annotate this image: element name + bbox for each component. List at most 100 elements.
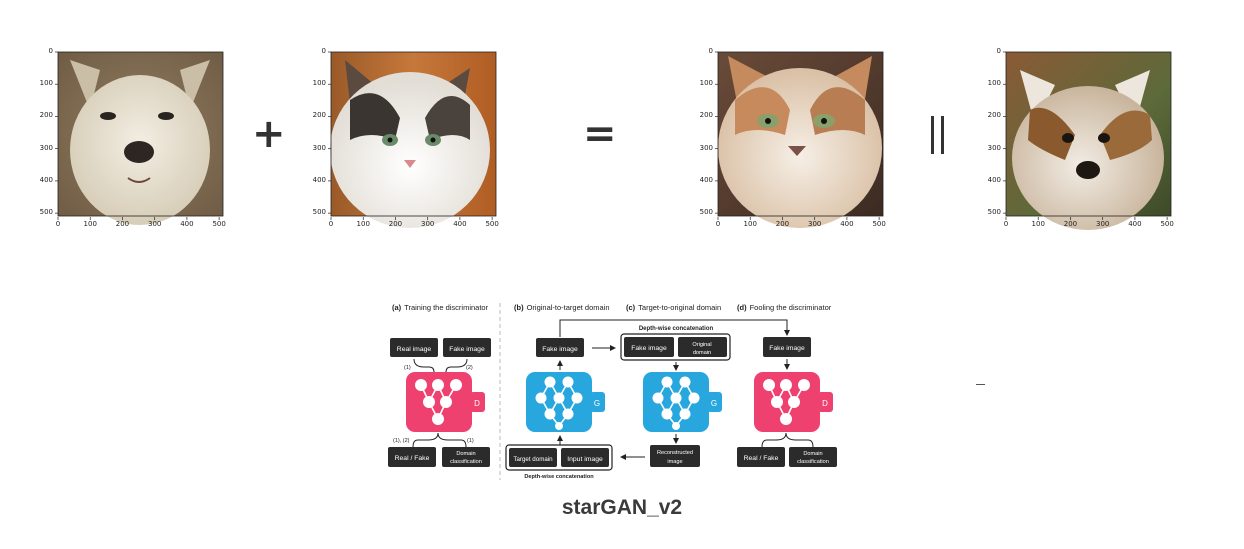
svg-text:(1): (1)	[467, 438, 474, 444]
x-tick-label: 100	[1031, 220, 1045, 228]
discriminator-d: D	[754, 372, 833, 432]
section-a-heading: (a)Training the discriminator	[392, 303, 489, 312]
svg-text:D: D	[474, 399, 480, 408]
y-tick-label: 500	[39, 208, 53, 217]
svg-text:G: G	[594, 399, 600, 408]
caption-title: starGAN_v2	[561, 496, 683, 519]
svg-text:(b)Original-to-target domain: (b)Original-to-target domain	[514, 303, 610, 312]
x-tick-label: 400	[453, 220, 467, 228]
svg-text:(c)Target-to-original domain: (c)Target-to-original domain	[626, 303, 721, 312]
svg-text:Original: Original	[692, 342, 711, 348]
x-tick-label: 500	[212, 220, 226, 228]
y-tick-label: 0	[48, 47, 53, 55]
original-domain-box	[678, 337, 727, 357]
svg-text:Domain: Domain	[456, 451, 475, 457]
x-tick-label: 300	[147, 220, 162, 228]
svg-text:Real / Fake: Real / Fake	[395, 455, 430, 462]
x-tick-label: 400	[180, 220, 194, 228]
y-tick-label: 400	[987, 175, 1001, 184]
y-tick-label: 500	[987, 208, 1001, 217]
dog-output-image	[1006, 52, 1171, 230]
y-tick-label: 100	[39, 79, 53, 88]
y-tick-label: 300	[39, 143, 53, 152]
input-image-box	[561, 448, 609, 467]
x-tick-label: 300	[420, 220, 435, 228]
svg-text:(1): (1)	[404, 365, 411, 371]
y-tick-label: 500	[312, 208, 326, 217]
x-tick-label: 300	[807, 220, 822, 228]
svg-text:(1), (2): (1), (2)	[393, 438, 410, 444]
real-fake-box-a	[388, 447, 436, 467]
cat-reference-image	[330, 52, 496, 228]
section-b-heading: (b)Original-to-target domain	[514, 303, 610, 312]
fake-image-box-d	[763, 337, 811, 357]
x-tick-label: 100	[356, 220, 370, 228]
image-plots	[55, 51, 1172, 230]
divider-dash	[976, 384, 985, 385]
section-d-heading: (d)Fooling the discriminator	[737, 303, 832, 312]
x-tick-label: 500	[485, 220, 499, 228]
svg-text:(d)Fooling the discriminator: (d)Fooling the discriminator	[737, 303, 832, 312]
svg-text:Reconstructed: Reconstructed	[657, 450, 693, 456]
fake-image-box-c	[624, 337, 674, 357]
svg-text:(a)Training the discriminator: (a)Training the discriminator	[392, 303, 489, 312]
x-tick-label: 500	[872, 220, 886, 228]
axis-ticks	[55, 51, 1168, 220]
svg-text:Fake image: Fake image	[542, 346, 578, 353]
svg-text:Fake image: Fake image	[449, 346, 485, 353]
y-tick-label: 0	[708, 47, 713, 55]
x-tick-label: 100	[743, 220, 757, 228]
x-tick-label: 200	[388, 220, 403, 228]
depth-concat-top-frame	[620, 333, 731, 361]
x-tick-label: 100	[83, 220, 97, 228]
depth-concat-bottom-frame	[505, 444, 613, 471]
svg-text:image: image	[667, 459, 682, 465]
real-fake-box-d	[737, 447, 785, 467]
svg-text:Real image: Real image	[397, 346, 432, 353]
y-tick-label: 200	[312, 111, 326, 120]
y-tick-label: 200	[699, 111, 713, 120]
x-tick-label: 300	[1095, 220, 1110, 228]
fake-image-box-b	[536, 338, 584, 357]
x-tick-label: 200	[775, 220, 790, 228]
reconstructed-image-box	[650, 445, 700, 467]
x-tick-label: 200	[115, 220, 130, 228]
discriminator-a: D	[406, 372, 485, 432]
svg-text:G: G	[711, 399, 717, 408]
plus-operator: +	[252, 111, 286, 157]
stargan-diagram: (a)Training the discriminator (b)Origina…	[388, 303, 837, 480]
y-tick-label: 100	[312, 79, 326, 88]
svg-text:Fake image: Fake image	[769, 345, 805, 352]
depth-concat-top: Depth-wise concatenation	[639, 326, 714, 332]
svg-text:Target domain: Target domain	[513, 456, 553, 463]
generator-b: G	[526, 372, 605, 432]
svg-text:classification: classification	[450, 459, 482, 465]
x-tick-label: 0	[1003, 220, 1009, 228]
section-c-heading: (c)Target-to-original domain	[626, 303, 721, 312]
svg-text:Domain: Domain	[803, 451, 822, 457]
svg-text:classification: classification	[797, 459, 829, 465]
y-tick-label: 400	[699, 175, 713, 184]
svg-text:domain: domain	[693, 350, 711, 356]
svg-text:(2): (2)	[466, 365, 473, 371]
y-tick-label: 100	[699, 79, 713, 88]
y-tick-label: 200	[39, 111, 53, 120]
y-tick-label: 300	[699, 143, 713, 152]
y-tick-label: 200	[987, 111, 1001, 120]
x-tick-label: 0	[715, 220, 721, 228]
x-tick-label: 400	[1128, 220, 1142, 228]
svg-text:Fake image: Fake image	[631, 345, 667, 352]
y-tick-label: 400	[312, 175, 326, 184]
x-tick-label: 400	[840, 220, 854, 228]
real-image-box-a	[390, 338, 438, 357]
fake-image-box-a	[443, 338, 491, 357]
x-tick-label: 0	[55, 220, 61, 228]
y-tick-label: 400	[39, 175, 53, 184]
dog-source-image	[58, 52, 223, 225]
parallel-operator: ||	[928, 112, 950, 156]
y-tick-label: 500	[699, 208, 713, 217]
target-domain-box	[509, 448, 557, 467]
equals-operator: =	[583, 111, 617, 157]
y-tick-label: 100	[987, 79, 1001, 88]
y-tick-label: 300	[312, 143, 326, 152]
